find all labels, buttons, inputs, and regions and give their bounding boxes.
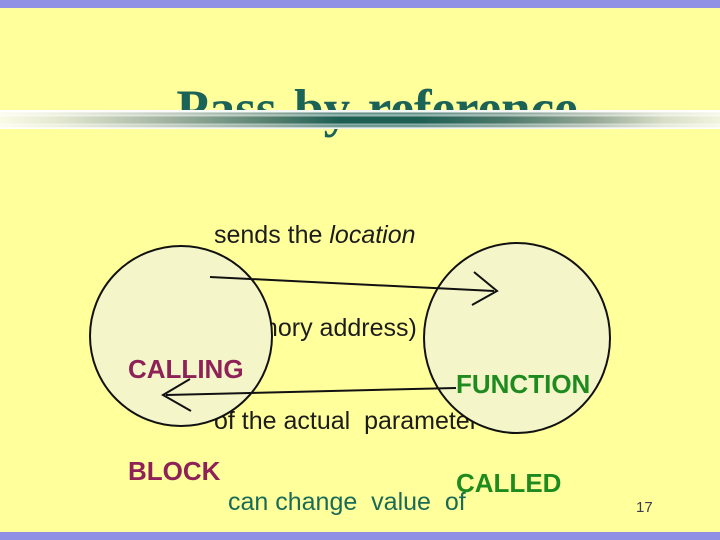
subtitle-italic-word: location — [329, 221, 416, 249]
page-number: 17 — [636, 499, 653, 516]
caption-text: can change value of actual parameter — [228, 420, 466, 540]
call-arrow-shaft — [209, 276, 495, 292]
caption-line-1: can change value of — [228, 488, 466, 516]
subtitle-line-3: of the actual parameter — [214, 407, 479, 435]
calling-block-label-line-2: BLOCK — [128, 456, 221, 486]
return-arrow — [161, 378, 457, 412]
calling-block-label-line-1: CALLING — [128, 354, 244, 384]
call-arrow — [209, 271, 499, 306]
return-arrow-shaft — [165, 387, 457, 396]
top-edge-bar — [0, 0, 720, 8]
calling-block-label: CALLING BLOCK — [128, 284, 244, 540]
call-arrow-head — [471, 271, 499, 306]
subtitle-text: sends the location (memory address) of t… — [214, 158, 478, 499]
function-called-label-line-1: FUNCTION — [456, 369, 591, 399]
bottom-edge-bar — [0, 532, 720, 540]
title-divider-bar — [0, 110, 720, 129]
function-called-label: FUNCTION CALLED — [456, 302, 590, 540]
subtitle-line-1: sends the location — [214, 221, 416, 249]
calling-block-circle — [89, 245, 273, 427]
function-called-label-line-2: CALLED — [456, 468, 562, 498]
return-arrow-head — [161, 378, 192, 412]
